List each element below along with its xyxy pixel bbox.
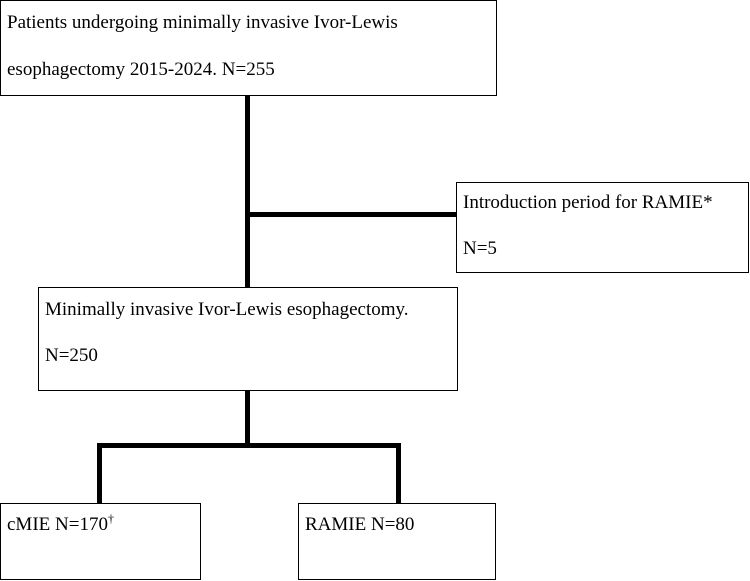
connector-left-drop	[97, 443, 102, 504]
connector-middle-vertical	[245, 390, 250, 446]
dagger-mark: †	[107, 511, 114, 526]
connector-right-drop	[396, 443, 401, 504]
exclusion-box: Introduction period for RAMIE* N=5	[456, 182, 749, 273]
ramie-box: RAMIE N=80	[298, 503, 496, 580]
connector-top-vertical	[245, 95, 250, 288]
top-box: Patients undergoing minimally invasive I…	[0, 0, 497, 96]
exclusion-box-line2: N=5	[463, 238, 497, 259]
ramie-box-label: RAMIE N=80	[305, 514, 415, 535]
exclusion-box-line1: Introduction period for RAMIE*	[463, 192, 713, 213]
middle-box-line2: N=250	[45, 345, 98, 366]
cmie-box-text: cMIE N=170†	[7, 511, 114, 537]
cmie-box: cMIE N=170†	[0, 503, 201, 580]
top-box-line1: Patients undergoing minimally invasive I…	[7, 12, 398, 33]
connector-split-horizontal	[97, 443, 401, 448]
connector-exclusion-branch	[245, 212, 457, 217]
middle-box: Minimally invasive Ivor-Lewis esophagect…	[38, 287, 458, 391]
top-box-line2: esophagectomy 2015-2024. N=255	[7, 59, 275, 80]
cmie-box-label: cMIE N=170	[7, 514, 108, 535]
middle-box-line1: Minimally invasive Ivor-Lewis esophagect…	[45, 299, 409, 320]
